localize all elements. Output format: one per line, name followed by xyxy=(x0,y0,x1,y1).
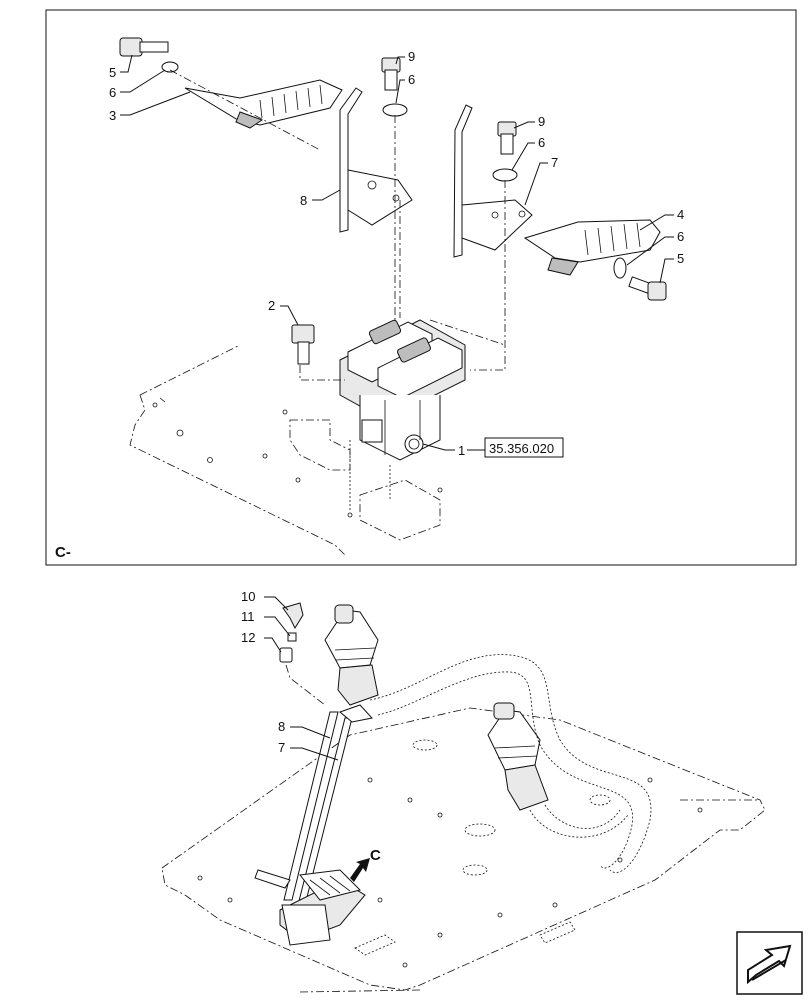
joystick-left xyxy=(324,604,379,706)
detail-view-c: 5 6 3 9 6 9 6 7 8 4 6 5 2 1 35.356.020 C… xyxy=(45,9,797,566)
pedal-bracket-left xyxy=(339,87,413,233)
callout-1: 1 xyxy=(458,443,465,458)
callout-8: 8 xyxy=(300,193,307,208)
travel-levers xyxy=(283,704,373,906)
callout-9: 9 xyxy=(408,49,415,64)
lever-sleeve xyxy=(279,647,293,663)
leader-lines xyxy=(120,54,674,451)
view-arrow-c: C xyxy=(350,847,381,882)
callout-4: 4 xyxy=(677,207,684,222)
washer-6-left xyxy=(161,61,179,73)
overview-leader-lines xyxy=(264,596,339,761)
overview-drawing: C 10 11 12 8 7 xyxy=(161,589,766,993)
view-direction-arrow-icon xyxy=(350,858,370,882)
callout-6: 6 xyxy=(408,72,415,87)
callout-11: 11 xyxy=(241,609,255,624)
bolt-9-left xyxy=(381,57,401,91)
wiring-harness xyxy=(369,654,652,873)
callout-10: 10 xyxy=(241,589,255,604)
washer-6-top xyxy=(382,103,408,117)
reference-number[interactable]: 35.356.020 xyxy=(489,441,554,456)
view-marker-label: C xyxy=(370,847,381,864)
bolt-9-right xyxy=(497,121,517,155)
pedal-bracket-right xyxy=(453,104,533,258)
lever-knob xyxy=(282,602,304,630)
fasteners xyxy=(119,37,667,365)
callout-7: 7 xyxy=(278,740,285,755)
pedal-pad-right xyxy=(523,219,661,276)
pedal-valve-assembly xyxy=(339,319,466,461)
pedal-assembly-overview xyxy=(254,869,366,946)
callout-5: 5 xyxy=(109,65,116,80)
detail-view-label: C- xyxy=(55,544,71,561)
pedal-pad-left xyxy=(184,79,343,129)
reference-box[interactable] xyxy=(484,437,564,458)
callout-8: 8 xyxy=(278,719,285,734)
callout-7: 7 xyxy=(551,155,558,170)
lever-insert xyxy=(287,632,297,642)
callout-6: 6 xyxy=(538,135,545,150)
bolt-5-left xyxy=(119,37,169,57)
callout-5: 5 xyxy=(677,251,684,266)
callout-3: 3 xyxy=(109,108,116,123)
callout-6: 6 xyxy=(109,85,116,100)
joystick-right xyxy=(487,702,549,811)
alignment-lines xyxy=(169,69,506,381)
bolt-2 xyxy=(291,324,315,365)
next-page-arrow-icon[interactable] xyxy=(736,931,803,995)
lever-grip-parts xyxy=(279,602,326,706)
cab-floor-plate xyxy=(161,707,766,993)
washer-6-right xyxy=(613,257,627,279)
washer-6-mid xyxy=(492,168,518,182)
floor-plate xyxy=(129,344,443,556)
callout-2: 2 xyxy=(268,298,275,313)
callout-9: 9 xyxy=(538,114,545,129)
callout-12: 12 xyxy=(241,630,255,645)
callout-6: 6 xyxy=(677,229,684,244)
bolt-5-right xyxy=(628,276,667,301)
detail-frame xyxy=(45,9,797,566)
